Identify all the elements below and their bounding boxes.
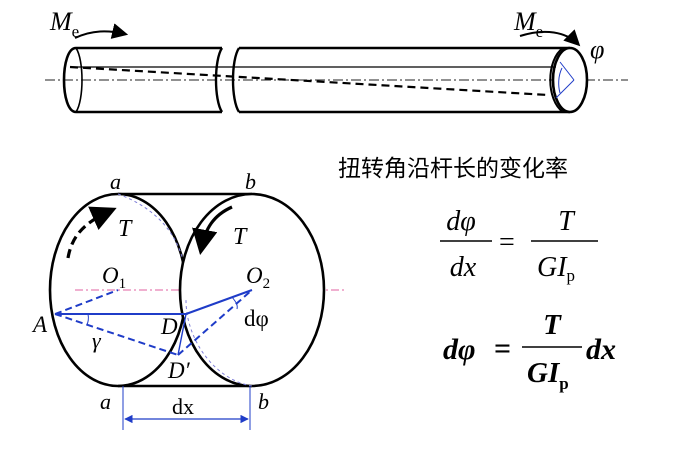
shaft-left-end	[62, 46, 77, 114]
shaft-collar	[214, 47, 241, 113]
shaft-body-right	[239, 46, 570, 114]
label-T-left: T	[118, 216, 133, 242]
label-D: D	[160, 314, 178, 339]
label-dphi: dφ	[244, 306, 269, 331]
f1-lhs-num: dφ	[446, 206, 476, 237]
formula-1: dφ dx = T GIp	[440, 206, 598, 285]
f2-num: T	[543, 309, 562, 341]
torque-arrow-right	[192, 205, 233, 256]
f2-tail: dx	[586, 333, 616, 366]
formula-2: dφ = T GIp dx	[443, 309, 616, 393]
dphi-arc	[231, 296, 238, 310]
line-A-O1	[54, 289, 119, 315]
moment-arrow-right	[519, 29, 581, 47]
moment-arrow-left	[74, 23, 129, 39]
line-A-Dprime	[54, 313, 179, 356]
f1-lhs-den: dx	[450, 252, 477, 283]
shaft-twist-line	[69, 65, 549, 97]
element-cylinder: a b a b T T O1 O2 A D D′ γ dφ dx	[31, 169, 345, 430]
f1-rhs-num: T	[558, 206, 576, 237]
f2-lhs: dφ	[443, 333, 476, 366]
label-gamma: γ	[92, 328, 102, 353]
moment-label-right: Me	[513, 7, 543, 41]
line-Dprime-O2	[177, 289, 253, 356]
label-b-bottom: b	[258, 389, 269, 414]
twist-radius-1	[559, 61, 575, 81]
twist-angle-label: φ	[590, 35, 604, 64]
shaft: Me Me φ	[45, 7, 628, 114]
shaft-left-end-inner	[75, 47, 83, 113]
f1-equals: =	[499, 227, 515, 258]
label-O2: O2	[246, 263, 270, 292]
line-D-Dprime	[177, 313, 187, 356]
label-dx: dx	[172, 394, 194, 419]
torque-arrow-left	[66, 206, 117, 259]
label-Dprime: D′	[167, 358, 191, 383]
f2-equals: =	[494, 332, 511, 365]
gamma-arc	[86, 313, 89, 326]
shaft-body-left	[76, 46, 222, 114]
f1-rhs-den: GIp	[537, 252, 575, 285]
label-T-right: T	[233, 224, 248, 250]
label-a-bottom: a	[100, 389, 111, 414]
label-a-top: a	[110, 169, 121, 194]
shaft-right-end-rim	[549, 47, 564, 113]
moment-label-left: Me	[49, 7, 79, 41]
label-b-top: b	[245, 169, 256, 194]
line-D-O2	[185, 289, 253, 315]
left-face-hidden	[117, 193, 188, 301]
twist-radius-2	[555, 79, 575, 99]
heading: 扭转角沿杆长的变化率	[338, 156, 568, 182]
label-O1: O1	[102, 263, 126, 292]
f2-den: GIp	[527, 357, 569, 393]
twist-arc	[558, 67, 563, 94]
label-A: A	[31, 312, 48, 337]
